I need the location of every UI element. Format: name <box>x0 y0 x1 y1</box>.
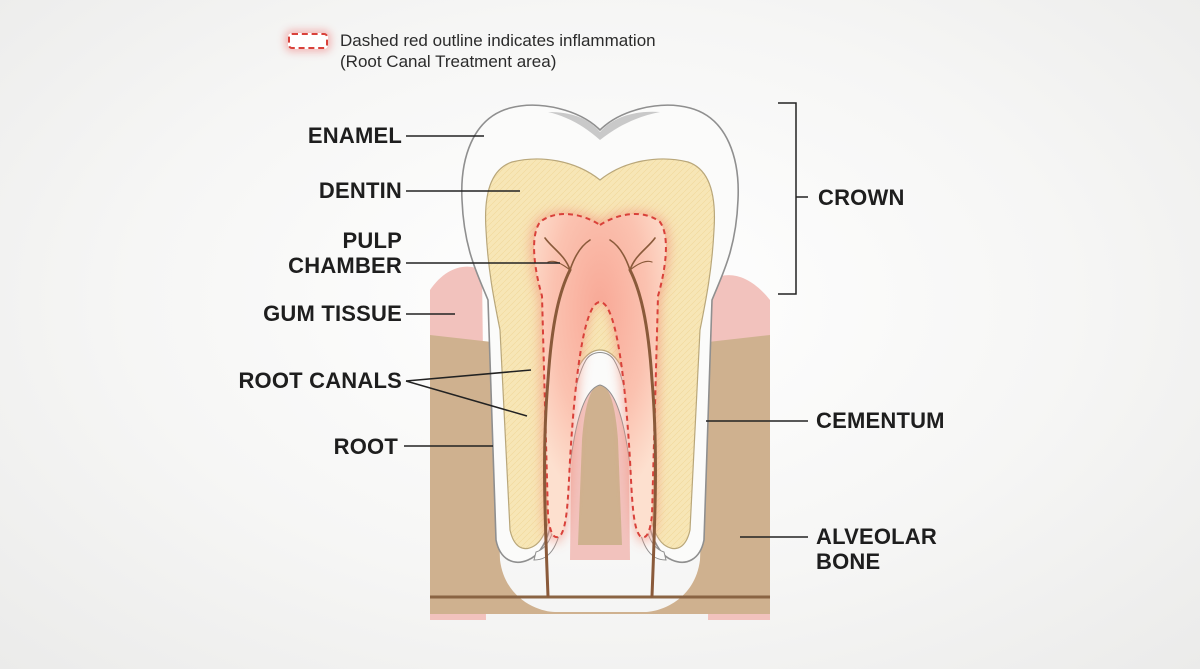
legend-line-1: Dashed red outline indicates inflammatio… <box>340 31 656 50</box>
dashed-red-outline-icon <box>288 33 328 49</box>
alveolar-bone <box>430 335 770 614</box>
label-crown: CROWN <box>818 185 905 210</box>
legend: Dashed red outline indicates inflammatio… <box>288 30 656 72</box>
label-alveolar-line-1: ALVEOLAR <box>816 524 937 549</box>
alveolar-bone-middle <box>578 385 622 545</box>
label-dentin: DENTIN <box>318 178 402 203</box>
crown-bracket <box>778 102 797 295</box>
legend-text: Dashed red outline indicates inflammatio… <box>340 30 656 72</box>
label-enamel: ENAMEL <box>307 123 402 148</box>
label-pulp-line-2: CHAMBER <box>288 253 402 278</box>
label-alveolar-line-2: BONE <box>816 549 881 574</box>
root-canal-nerves <box>543 237 657 598</box>
crown-top-surface <box>548 111 660 140</box>
label-pulp-chamber: PULP CHAMBER <box>288 228 402 278</box>
label-root: ROOT <box>333 434 398 459</box>
leader-root-canals-2 <box>405 380 528 417</box>
pulp-chamber <box>534 214 666 538</box>
leader-lines <box>404 102 808 538</box>
label-cementum: CEMENTUM <box>816 408 945 433</box>
inflammation-outline <box>533 213 667 539</box>
label-alveolar-bone: ALVEOLAR BONE <box>816 524 937 574</box>
leader-root-canals-1 <box>405 369 532 382</box>
legend-line-2: (Root Canal Treatment area) <box>340 52 557 71</box>
label-root-canals: ROOT CANALS <box>238 368 402 393</box>
label-pulp-line-1: PULP <box>342 228 402 253</box>
label-gum-tissue: GUM TISSUE <box>263 301 402 326</box>
